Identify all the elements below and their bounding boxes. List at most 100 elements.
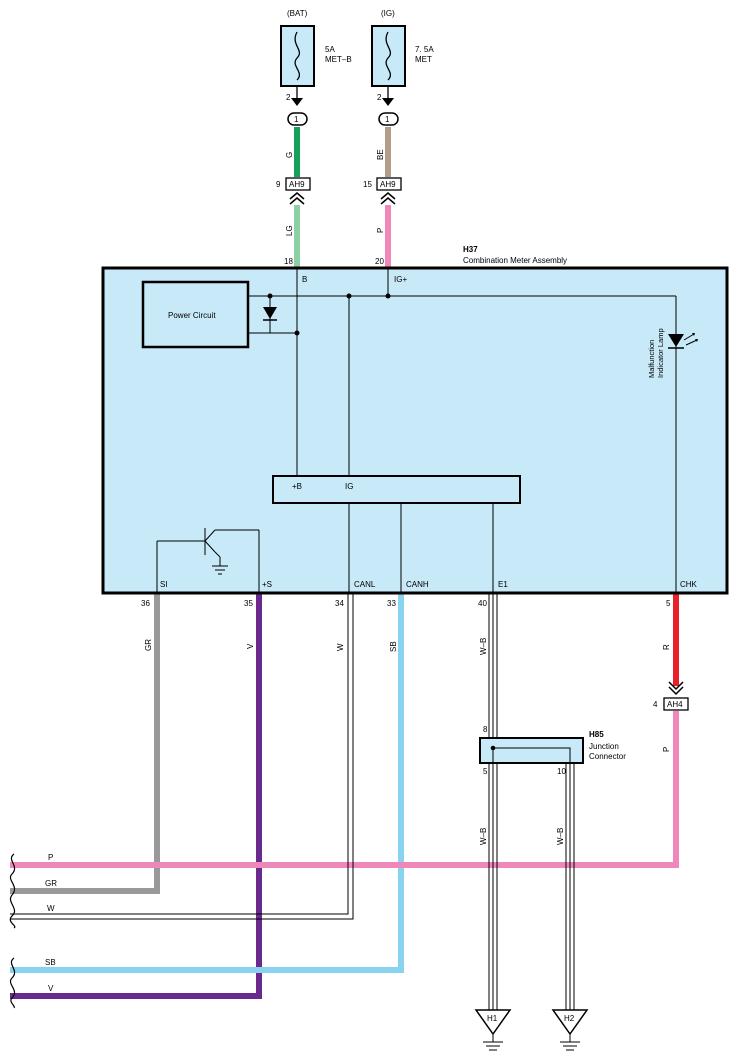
pin-name: E1	[498, 580, 508, 589]
fuse-element	[385, 31, 392, 81]
pin-number: 35	[244, 599, 253, 608]
wire-label: GR	[144, 639, 153, 651]
fuse-rating: 7. 5A	[415, 45, 434, 54]
double-arrow-icon	[380, 192, 396, 205]
junction-pin: 8	[483, 725, 488, 734]
led-icon	[668, 334, 684, 347]
pin-number: 33	[387, 599, 396, 608]
connector-pin: 4	[653, 700, 658, 709]
pin-name: B	[302, 275, 307, 284]
ground-icon	[474, 1009, 512, 1036]
fuse-box	[280, 25, 315, 87]
connector-label: AH9	[380, 180, 396, 189]
bus-wire-label: GR	[45, 879, 57, 888]
connector-ah4: 4 AH4	[653, 681, 689, 711]
wire-gr	[10, 593, 160, 894]
power-circuit-box	[141, 280, 250, 349]
wire-sb	[10, 593, 404, 973]
fuse-connector	[378, 112, 399, 126]
junction-pin: 10	[557, 767, 566, 776]
power-circuit-label: Power Circuit	[168, 311, 216, 320]
ground-label: H2	[564, 1014, 575, 1023]
double-arrow-icon	[668, 681, 684, 696]
junction-code: H85	[589, 730, 604, 739]
fuse-met-b: (BAT) 5A MET–B 2 1	[280, 9, 352, 126]
wire-w	[10, 593, 354, 920]
pin-name: SI	[160, 580, 168, 589]
junction-line1: Junction	[589, 742, 619, 751]
fuse-connector	[287, 112, 308, 126]
meter-code: H37	[463, 245, 478, 254]
fuse-connector-pin: 1	[294, 115, 299, 124]
ic-box	[272, 475, 521, 504]
ground-label: H1	[487, 1014, 498, 1023]
fuse-source: (IG)	[381, 9, 395, 18]
fuse-source: (BAT)	[287, 9, 308, 18]
connector-label: AH4	[667, 700, 683, 709]
pin-number: 18	[284, 257, 293, 266]
pin-number: 40	[478, 599, 487, 608]
wire-label: W–B	[479, 638, 488, 655]
junction-connector-h85: 8 H85 Junction Connector 5 10	[479, 725, 626, 776]
pin-name: +S	[262, 580, 272, 589]
wire-v	[10, 593, 262, 999]
ground-h2: H2	[551, 1009, 589, 1051]
pin-number: 5	[666, 599, 671, 608]
ic-pin-ig: IG	[345, 482, 353, 491]
bus-wire-label: W	[47, 904, 55, 913]
combination-meter-assembly: H37 Combination Meter Assembly 18 20 B I…	[101, 245, 729, 608]
ic-pin-b: +B	[292, 482, 302, 491]
fuse-pin: 2	[286, 93, 291, 102]
lamp-label: Malfunction	[647, 340, 656, 378]
light-rays-icon	[683, 333, 698, 346]
fuse-element	[294, 31, 301, 81]
wire-label: P	[662, 747, 671, 752]
pin-name: CANH	[406, 580, 429, 589]
wire-label: R	[662, 644, 671, 650]
connector-pin: 9	[276, 180, 281, 189]
pin-name: IG+	[394, 275, 407, 284]
double-arrow-icon	[289, 192, 305, 205]
fuse-box	[371, 25, 406, 87]
fuse-connector-pin: 1	[385, 115, 390, 124]
cut-marks	[9, 853, 16, 1009]
junction-box	[479, 737, 584, 764]
wire-label: SB	[389, 641, 398, 652]
fuse-name: MET–B	[325, 55, 352, 64]
pin-number: 20	[375, 257, 384, 266]
bus-wire-label: SB	[45, 958, 56, 967]
connector-pin: 15	[363, 180, 372, 189]
fuse-rating: 5A	[325, 45, 335, 54]
bus-wire-label: P	[48, 853, 53, 862]
wire-label: V	[246, 643, 255, 649]
fuse-pin: 2	[377, 93, 382, 102]
meter-title: Combination Meter Assembly	[463, 256, 567, 265]
connector-label: AH9	[289, 180, 305, 189]
pin-name: CHK	[680, 580, 698, 589]
wire-label: W	[336, 643, 345, 651]
diode-icon	[263, 307, 277, 319]
wire-p-bottom	[10, 711, 679, 868]
wire-label: W–B	[556, 828, 565, 845]
connector-ah9-right: 15 AH9	[363, 177, 402, 205]
wire-label: W–B	[479, 828, 488, 845]
fuse-met: (IG) 7. 5A MET 2 1	[371, 9, 434, 126]
junction-line2: Connector	[589, 752, 626, 761]
wire-label: G	[285, 152, 294, 158]
fuse-name: MET	[415, 55, 432, 64]
wires	[10, 127, 679, 999]
pin-number: 36	[141, 599, 150, 608]
ground-h1: H1	[474, 1009, 512, 1051]
wire-label: BE	[376, 149, 385, 160]
transistor-icon	[204, 529, 216, 553]
ground-icon	[212, 565, 228, 575]
pin-name: CANL	[354, 580, 376, 589]
arrow-icon	[291, 98, 303, 106]
junction-pin: 5	[483, 767, 488, 776]
bus-wire-label: V	[48, 984, 54, 993]
ground-icon	[551, 1009, 589, 1036]
pin-number: 34	[335, 599, 344, 608]
wire-w-b	[488, 593, 575, 1012]
wire-label: LG	[285, 225, 294, 236]
